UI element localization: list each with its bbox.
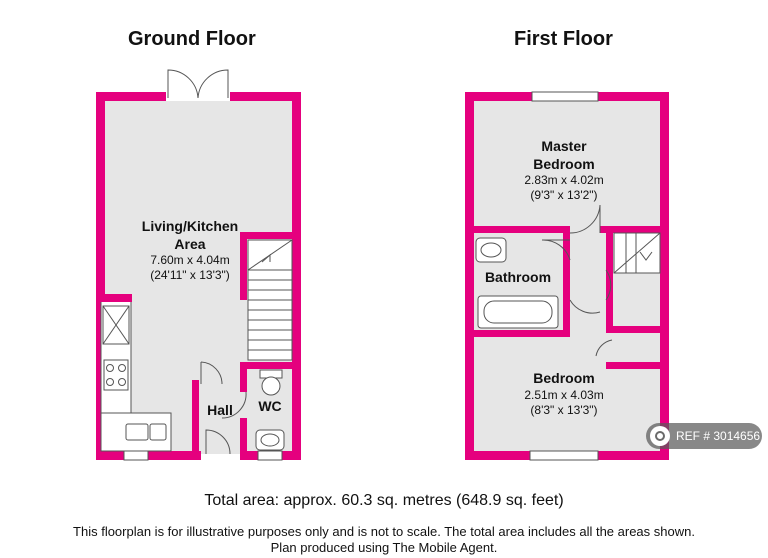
room-dimensions-metric: 7.60m x 4.04m (150, 253, 230, 267)
master-bedroom-label: Master Bedroom 2.83m x 4.02m (9'3" x 13'… (494, 138, 634, 203)
master-door (569, 204, 601, 234)
wall (242, 451, 260, 460)
room-name: Master (541, 138, 587, 154)
hall-label: Hall (198, 402, 242, 420)
wall (606, 362, 666, 369)
room-name: Bathroom (484, 269, 552, 285)
wall (563, 226, 570, 336)
window (123, 450, 149, 461)
bathroom-label: Bathroom (476, 269, 560, 287)
disclaimer: This floorplan is for illustrative purpo… (0, 524, 768, 555)
room-dimensions-metric: 2.51m x 4.03m (524, 387, 604, 402)
ground-floor-title: Ground Floor (128, 28, 256, 50)
wall (292, 92, 301, 460)
wall (606, 326, 666, 333)
hall-door (200, 361, 223, 385)
room-dimensions-imperial: (24'11" x 13'3") (150, 268, 230, 282)
landing-door (605, 269, 612, 301)
cupboard-door (595, 339, 613, 357)
wall (470, 330, 570, 337)
wall (230, 92, 300, 101)
bathroom-door (541, 239, 571, 261)
wall (598, 92, 668, 101)
window (529, 450, 599, 461)
staircase (613, 232, 661, 274)
bathroom-basin (475, 237, 507, 263)
total-area-text: Total area: approx. 60.3 sq. metres (648… (204, 492, 564, 509)
first-floor-plan (465, 91, 669, 461)
kitchen-sink (125, 423, 167, 441)
toilet (259, 369, 283, 396)
room-name: Bedroom (533, 155, 595, 172)
disclaimer-line: Plan produced using The Mobile Agent. (270, 539, 498, 555)
camera-icon (650, 426, 670, 446)
wall (100, 294, 132, 302)
first-floor-title: First Floor (514, 28, 613, 50)
window (257, 450, 283, 461)
wall (465, 92, 532, 101)
wall (660, 92, 669, 460)
wall (598, 451, 668, 460)
french-door-left (167, 69, 199, 99)
fridge (102, 305, 130, 345)
bedroom-label: Bedroom 2.51m x 4.03m (8'3" x 13'3") (494, 370, 634, 418)
wall (465, 451, 530, 460)
wall (240, 362, 247, 392)
wall (470, 226, 570, 233)
wall (600, 226, 666, 233)
living-kitchen-label: Living/Kitchen Area 7.60m x 4.04m (24'11… (110, 218, 270, 283)
wall (96, 451, 126, 460)
front-door (205, 429, 231, 455)
wc-label: WC (250, 398, 290, 416)
wc-door (221, 391, 247, 419)
room-dimensions-imperial: (8'3" x 13'3") (530, 402, 598, 417)
reference-badge: REF # 3014656 (646, 423, 762, 449)
french-door-right (197, 69, 229, 99)
wall (240, 418, 247, 460)
room-dimensions-imperial: (9'3" x 13'2") (530, 188, 598, 202)
wc-basin (255, 429, 285, 451)
bath (477, 295, 559, 329)
window (531, 91, 599, 102)
room-name: Area (174, 235, 206, 252)
wall (96, 92, 166, 101)
room-name: Hall (207, 402, 233, 418)
room-name: WC (258, 398, 282, 414)
room-name: Living/Kitchen (141, 218, 239, 234)
reference-text: REF # 3014656 (676, 429, 761, 443)
wall (465, 92, 474, 460)
room-name: Bedroom (533, 370, 595, 386)
wall (240, 232, 247, 300)
room-dimensions-metric: 2.83m x 4.02m (524, 173, 604, 187)
wall (146, 451, 201, 460)
staircase (247, 239, 293, 361)
wall (192, 380, 199, 460)
wall (240, 362, 298, 369)
wall (240, 232, 298, 239)
bedroom-door (569, 299, 601, 314)
hob (103, 359, 129, 391)
wall (96, 92, 105, 460)
ground-floor-plan (96, 69, 301, 461)
disclaimer-line: This floorplan is for illustrative purpo… (73, 524, 695, 539)
wall (280, 451, 301, 460)
